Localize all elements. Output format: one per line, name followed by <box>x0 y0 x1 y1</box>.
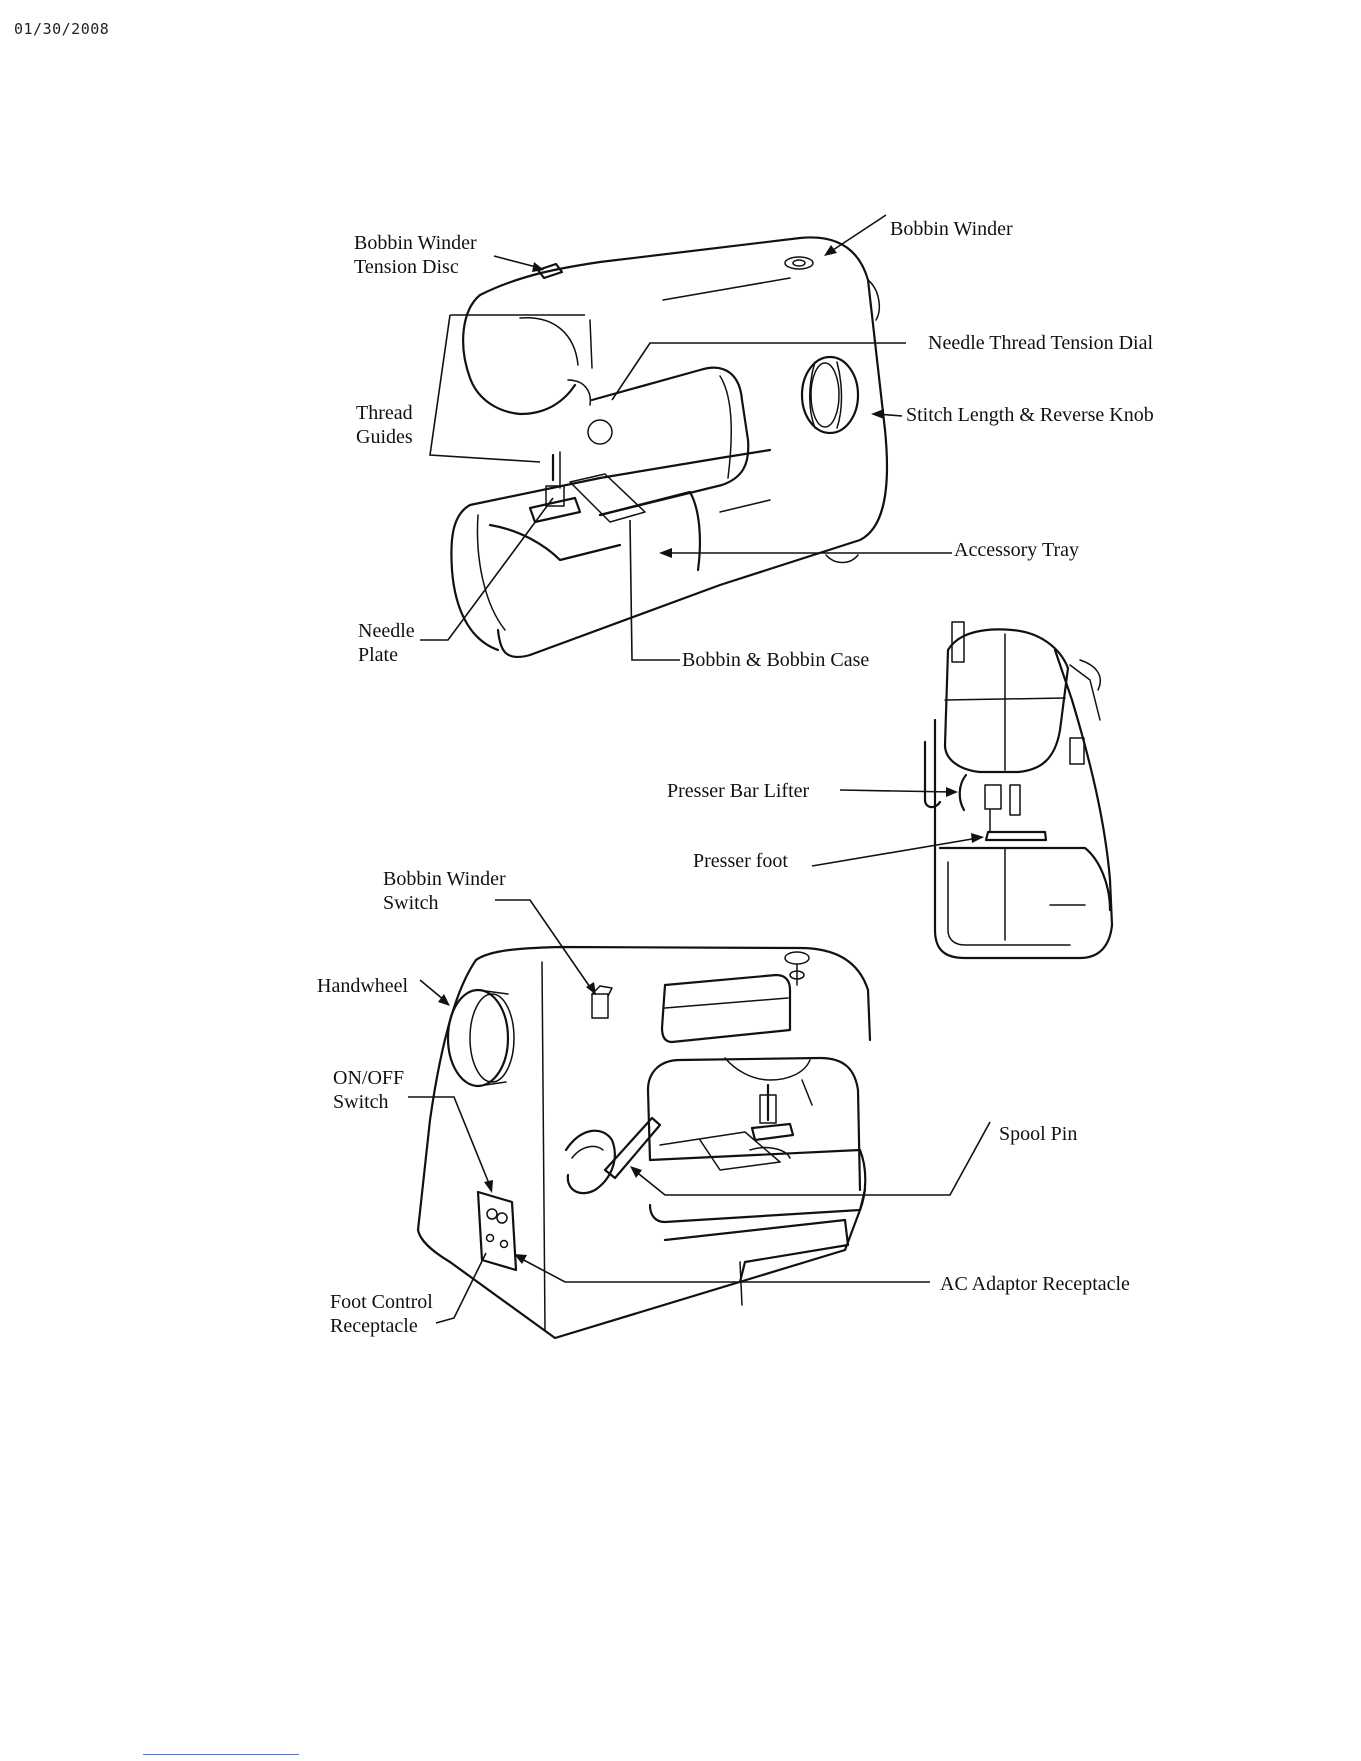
rear-view-leaders <box>408 899 991 1324</box>
page-date: 01/30/2008 <box>14 20 110 38</box>
label-foot-control-receptacle: Foot Control Receptacle <box>330 1291 433 1337</box>
front-view-leaders <box>420 214 952 661</box>
front-view-machine <box>450 236 889 658</box>
label-bobbin-case: Bobbin & Bobbin Case <box>682 649 870 671</box>
label-ac-adaptor-receptacle: AC Adaptor Receptacle <box>940 1273 1130 1295</box>
label-thread-guides: Thread Guides <box>356 402 413 448</box>
label-accessory-tray: Accessory Tray <box>954 539 1079 561</box>
label-presser-foot: Presser foot <box>693 850 788 872</box>
label-needle-thread-tension-dial: Needle Thread Tension Dial <box>928 332 1154 354</box>
label-presser-bar-lifter: Presser Bar Lifter <box>667 780 810 802</box>
footer-rule <box>143 1754 299 1755</box>
side-view-machine <box>923 621 1114 960</box>
label-spool-pin: Spool Pin <box>999 1123 1078 1145</box>
label-bobbin-winder-switch: Bobbin Winder Switch <box>383 868 506 914</box>
label-needle-plate: Needle Plate <box>358 620 415 666</box>
label-stitch-length-reverse-knob: Stitch Length & Reverse Knob <box>906 404 1154 426</box>
side-view-leaders <box>811 787 984 867</box>
label-bobbin-winder-tension-disc: Bobbin Winder Tension Disc <box>354 232 477 278</box>
rear-view-machine <box>416 945 872 1340</box>
label-on-off-switch: ON/OFF Switch <box>333 1067 405 1113</box>
label-bobbin-winder: Bobbin Winder <box>890 218 1013 240</box>
label-handwheel: Handwheel <box>317 975 409 997</box>
